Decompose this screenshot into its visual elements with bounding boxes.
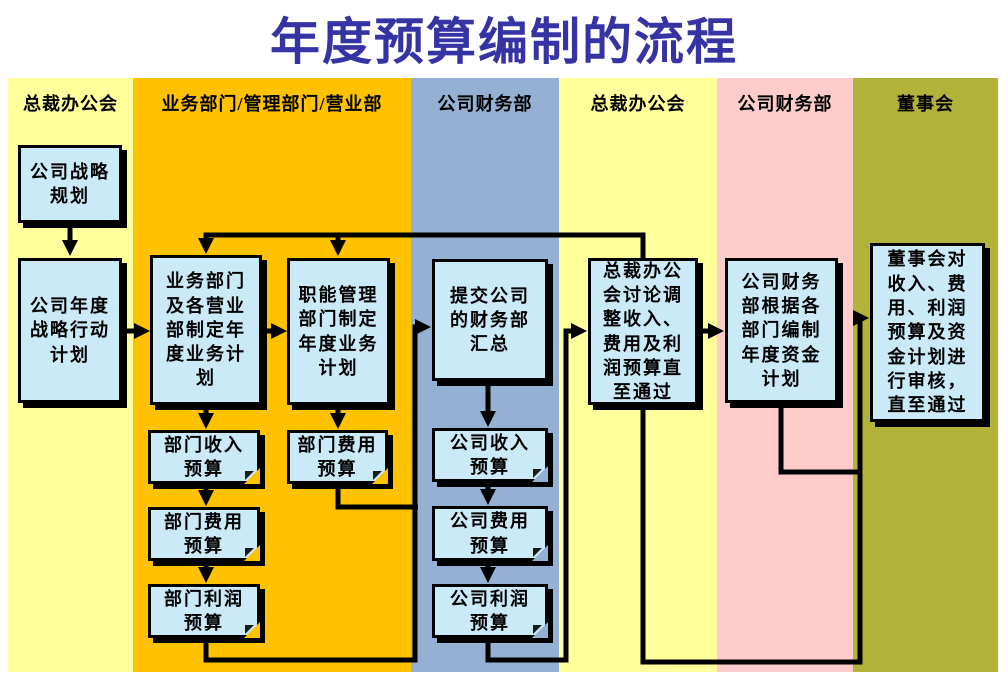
lane-header-finance-dept-1: 公司财务部 [437, 94, 533, 114]
flow-lines [62, 226, 869, 665]
lane-header-business-departments: 业务部门/管理部门/营业部 [161, 94, 383, 114]
node-dept-profit-budget: 部门利润 预算 [148, 584, 260, 638]
node-company-revenue-budget: 公司收入 预算 [432, 428, 548, 482]
node-functional-dept-annual-plan: 职能管理 部门制定 年度业务 计划 [287, 258, 390, 405]
node-dept-revenue-budget: 部门收入 预算 [148, 430, 260, 484]
lane-header-board: 董事会 [897, 94, 954, 114]
node-dept-expense-budget-a: 部门费用 预算 [148, 507, 260, 561]
node-dept-expense-budget-b: 部门费用 预算 [287, 430, 388, 484]
node-business-dept-annual-plan: 业务部门 及各营业 部制定年 度业务计 划 [150, 255, 262, 405]
node-annual-capital-plan: 公司财务 部根据各 部门编制 年度资金 计划 [725, 258, 838, 403]
node-annual-strategic-action-plan: 公司年度 战略行动 计划 [18, 258, 122, 403]
node-company-strategy-plan: 公司战略 规划 [18, 145, 122, 223]
page-title: 年度预算编制的流程 [270, 14, 738, 70]
node-company-expense-budget: 公司费用 预算 [432, 506, 548, 561]
node-president-review: 总裁办公 会讨论调 整收入、 费用及利 润预算直 至通过 [588, 258, 698, 405]
node-board-review: 董事会对 收入、费 用、利润 预算及资 金计划进 行审核， 直至通过 [870, 243, 985, 422]
lane-header-president-office-1: 总裁办公会 [23, 94, 118, 114]
lane-header-finance-dept-2: 公司财务部 [737, 94, 833, 114]
lane-header-president-office-2: 总裁办公会 [590, 94, 686, 114]
node-company-profit-budget: 公司利润 预算 [432, 584, 548, 638]
node-submit-finance-summary: 提交公司 的财务部 汇总 [432, 259, 548, 381]
